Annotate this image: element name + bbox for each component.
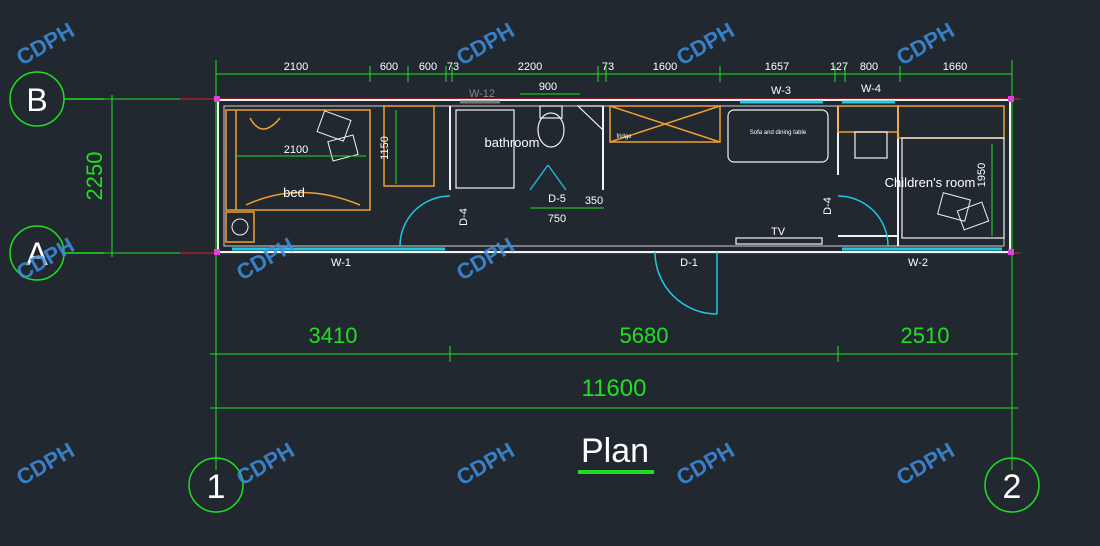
dim-label: 73 — [447, 61, 459, 73]
sink-icon — [576, 105, 604, 132]
dim-900: 900 — [539, 81, 557, 93]
dim-5680: 5680 — [620, 323, 669, 348]
dim-label: 600 — [380, 61, 398, 73]
axis-label-a: A — [26, 236, 48, 272]
watermark: CDPH — [12, 18, 78, 71]
bed — [225, 109, 371, 211]
kitchen-living-furniture — [609, 105, 1005, 143]
dim-2250: 2250 — [82, 152, 107, 201]
watermark: CDPH — [892, 438, 958, 491]
axis-bubble-2 — [984, 457, 1040, 513]
watermark: CDPH — [12, 438, 78, 491]
inner-dimensions — [236, 93, 993, 236]
door-d5-leaf — [529, 164, 549, 191]
wardrobe — [383, 105, 435, 187]
dim-label: 73 — [602, 61, 614, 73]
top-dimension-chain — [215, 66, 1013, 82]
label-tv: TV — [771, 226, 786, 238]
lamp-icon — [231, 218, 249, 236]
door-d1 — [654, 251, 718, 315]
dim-label: 1600 — [653, 61, 677, 73]
corner-markers — [214, 96, 1014, 255]
room-label-bed: bed — [283, 185, 305, 200]
dim-2510: 2510 — [901, 323, 950, 348]
desk — [854, 131, 888, 159]
dim-1950: 1950 — [976, 163, 988, 187]
label-fridge: fridge — [616, 134, 632, 140]
axis-bubble-1 — [188, 457, 244, 513]
toilet-icon — [537, 112, 565, 148]
label-window-w4: W-4 — [861, 83, 881, 95]
dim-label: 800 — [860, 61, 878, 73]
bathroom-fixtures — [455, 105, 604, 191]
dim-11600: 11600 — [582, 375, 647, 402]
dim-label: 127 — [830, 61, 848, 73]
label-window-w12: W-12 — [469, 88, 495, 100]
dim-label: 1660 — [943, 61, 967, 73]
dim-2100-bed: 2100 — [284, 144, 308, 156]
dim-label: 1657 — [765, 61, 789, 73]
tv-unit — [735, 237, 823, 245]
cabinet — [837, 105, 899, 133]
watermark: CDPH — [452, 233, 518, 286]
watermark: CDPH — [672, 18, 738, 71]
watermark: CDPH — [232, 233, 298, 286]
plan-title: Plan — [581, 432, 649, 470]
room-label-sofa: Sofa and dining table — [750, 130, 807, 136]
sofa — [727, 109, 829, 163]
door-d4-right — [837, 195, 889, 247]
axis-label-b: B — [26, 82, 47, 118]
label-window-w2: W-2 — [908, 257, 928, 269]
top-dimension-labels: 2100 600 600 73 2200 73 1600 1657 127 80… — [284, 61, 967, 73]
axis-label-2: 2 — [1003, 468, 1022, 506]
axis-bubbles — [9, 71, 1040, 513]
dim-label: 2200 — [518, 61, 542, 73]
room-label-bathroom: bathroom — [485, 135, 540, 150]
label-window-w1: W-1 — [331, 257, 351, 269]
bottom-dimension-lines — [210, 346, 1018, 416]
watermark: CDPH — [232, 438, 298, 491]
room-label-children: Children's room — [885, 175, 976, 190]
dim-750: 750 — [548, 213, 566, 225]
windows — [232, 100, 1002, 251]
label-door-d4-left: D-4 — [458, 208, 470, 226]
door-d4-left — [399, 195, 451, 247]
outer-wall — [217, 99, 1011, 253]
children-wardrobe — [897, 105, 1005, 139]
pillow-icons — [231, 110, 990, 236]
children-bed — [901, 137, 1005, 239]
shower — [455, 109, 515, 189]
label-door-d4-right: D-4 — [822, 197, 834, 215]
dim-3410: 3410 — [309, 323, 358, 348]
watermark: CDPH — [452, 18, 518, 71]
label-door-d5: D-5 — [548, 193, 566, 205]
label-door-d1: D-1 — [680, 257, 698, 269]
dim-1150: 1150 — [379, 136, 391, 160]
watermark: CDPH — [672, 438, 738, 491]
dim-label: 600 — [419, 61, 437, 73]
nightstand — [225, 211, 255, 243]
dim-350: 350 — [585, 195, 603, 207]
axis-label-1: 1 — [207, 468, 226, 506]
left-dimension — [104, 95, 180, 257]
watermark: CDPH — [452, 438, 518, 491]
kitchen-counter — [609, 105, 721, 143]
pillow-icon — [316, 110, 352, 142]
label-window-w3: W-3 — [771, 85, 791, 97]
bedroom-furniture — [225, 105, 435, 243]
living-furniture — [727, 109, 1005, 245]
doors — [399, 195, 889, 315]
dim-label: 2100 — [284, 61, 308, 73]
bed-blanket — [249, 117, 281, 130]
